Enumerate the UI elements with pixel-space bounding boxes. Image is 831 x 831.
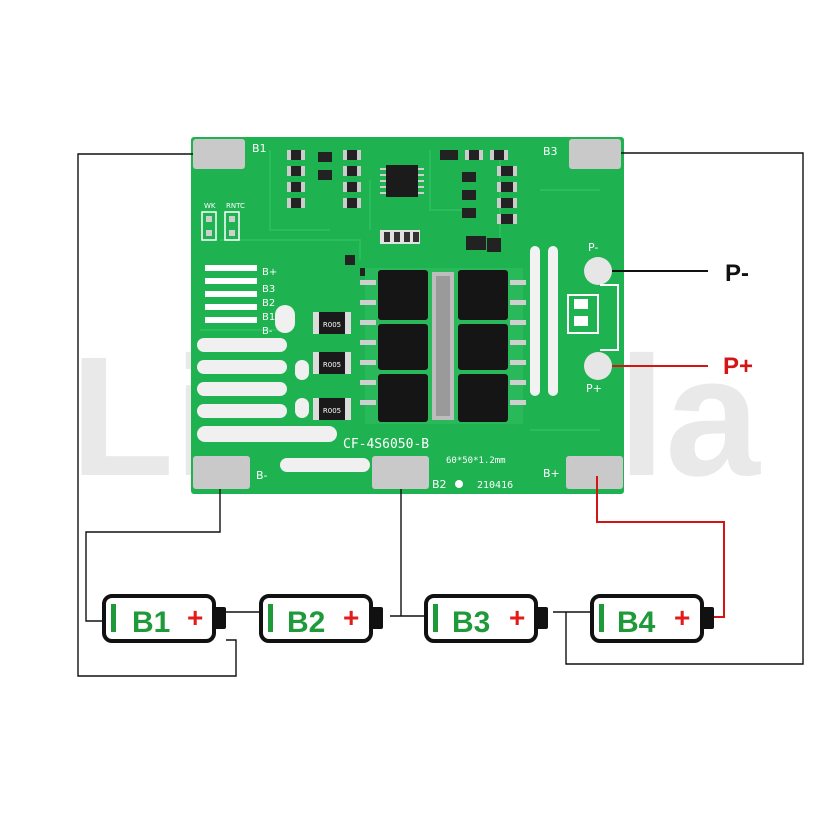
mosfet xyxy=(458,374,508,422)
wire-b3 xyxy=(565,152,804,665)
header-label: B1 xyxy=(262,312,275,323)
mosfet xyxy=(378,374,428,422)
pad-b-minus xyxy=(193,456,250,489)
silk-bar xyxy=(530,246,540,396)
silk-bar xyxy=(548,246,558,396)
label-wk: WK xyxy=(204,202,216,210)
shunt-resistors: R005 R005 R005 xyxy=(313,312,351,420)
silk-b3: B3 xyxy=(543,145,558,158)
silk-b-minus: B- xyxy=(256,469,268,482)
output-p-minus: P- xyxy=(725,260,749,287)
silk-pills xyxy=(197,305,370,472)
battery-b3: B3 + xyxy=(424,594,548,643)
silk-b2-dot xyxy=(455,480,463,488)
silk-b2: B2 xyxy=(432,478,447,491)
header-label: B- xyxy=(262,326,273,337)
controller-ic xyxy=(386,165,418,197)
wire-b1 xyxy=(77,153,237,677)
battery-b4: B4 + xyxy=(590,594,714,643)
silk-b-plus: B+ xyxy=(543,467,560,480)
header-label: B+ xyxy=(262,267,277,278)
wiring xyxy=(77,152,804,677)
red-wiring xyxy=(596,365,725,618)
silk-box xyxy=(567,294,599,334)
output-p-plus: P+ xyxy=(723,353,753,380)
resistor-mark: R005 xyxy=(323,321,341,329)
silk-box-inner xyxy=(574,299,588,309)
resistor-mark: R005 xyxy=(323,407,341,415)
battery-label: B1 xyxy=(132,606,170,639)
label-ntc: RNTC xyxy=(226,202,245,210)
pad-p-plus xyxy=(584,352,612,380)
smd-components xyxy=(287,150,517,276)
pad-p-minus xyxy=(584,257,612,285)
mosfet-bank xyxy=(360,268,526,424)
battery-plus: + xyxy=(509,602,525,633)
silk-b1: B1 xyxy=(252,142,267,155)
pad-b-plus xyxy=(566,456,623,489)
board-dimensions: 60*50*1.2mm xyxy=(446,456,506,466)
resistor-mark: R005 xyxy=(323,361,341,369)
mosfet xyxy=(378,270,428,320)
battery-label: B4 xyxy=(617,606,656,639)
battery-plus: + xyxy=(343,602,359,633)
mosfet xyxy=(378,324,428,370)
silk-box-inner xyxy=(574,316,588,326)
silk-p-minus: P- xyxy=(588,241,598,254)
battery-b2: B2 + xyxy=(259,594,383,643)
mosfet xyxy=(458,270,508,320)
pad-b3 xyxy=(569,139,621,169)
battery-plus: + xyxy=(187,602,203,633)
header-label: B3 xyxy=(262,284,275,295)
ntc-area: WK RNTC xyxy=(201,202,245,241)
wire-b-minus xyxy=(85,489,221,622)
silk-right-trace xyxy=(600,284,619,351)
mosfet xyxy=(458,324,508,370)
balance-header: B+ B3 B2 B1 B- xyxy=(205,265,277,337)
header-label: B2 xyxy=(262,298,275,309)
pcb-board: B1 B3 B- B2 B+ P- P+ B+ B3 B2 B1 xyxy=(191,137,624,494)
battery-label: B2 xyxy=(287,606,325,639)
pad-b2 xyxy=(372,456,429,489)
silk-p-plus: P+ xyxy=(586,382,602,395)
wire-b-plus xyxy=(596,476,725,618)
battery-b1: B1 + xyxy=(102,594,226,643)
board-model: CF-4S6050-B xyxy=(343,437,429,452)
battery-label: B3 xyxy=(452,606,490,639)
pad-b1 xyxy=(193,139,245,169)
battery-plus: + xyxy=(674,602,690,633)
board-date-code: 210416 xyxy=(477,480,513,491)
